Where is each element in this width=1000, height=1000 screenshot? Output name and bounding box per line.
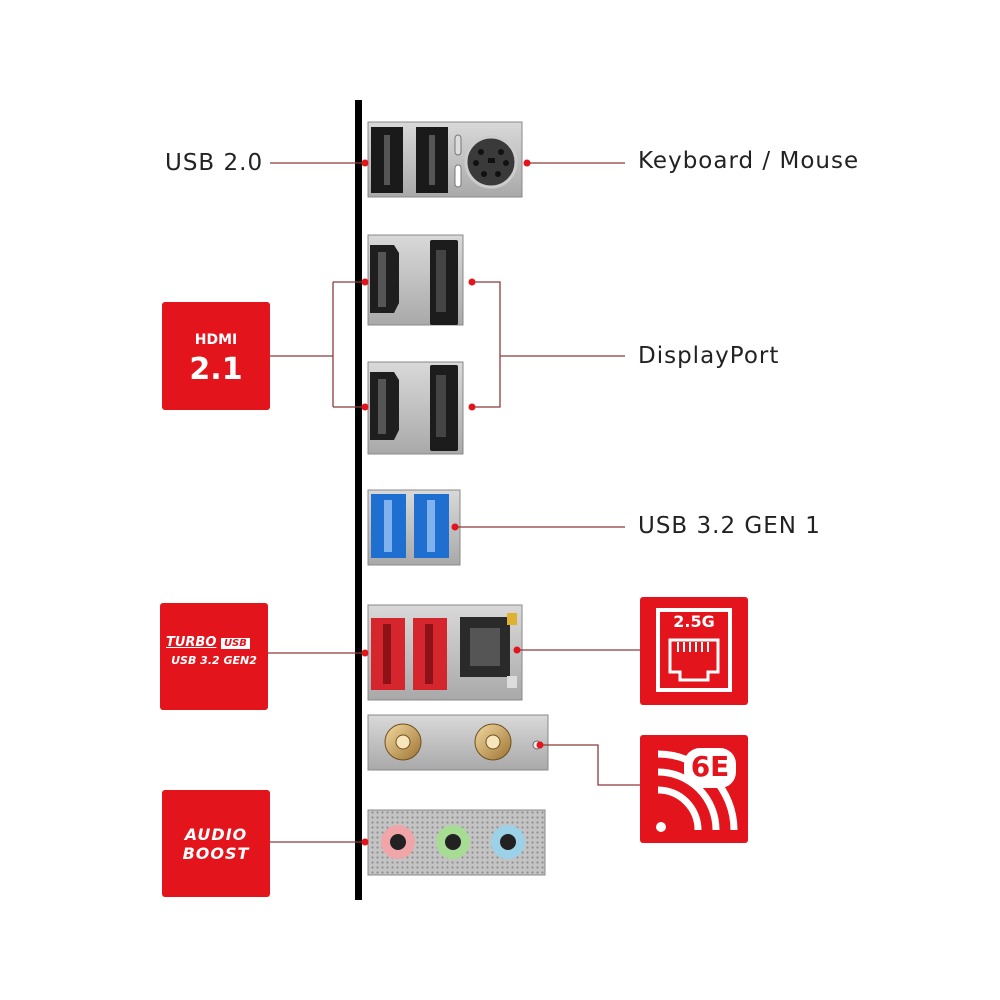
usb32gen2-lan-block (367, 604, 523, 701)
boost-text: BOOST (182, 844, 250, 863)
wifi-6e-text: 6E (690, 750, 730, 783)
hdmi-dp-block-1 (367, 234, 464, 326)
wifi-antenna-block (367, 714, 549, 771)
hdmi-version-text: 2.1 (189, 352, 243, 387)
hdmi-logo-text: HDMI (194, 332, 238, 348)
label-displayport: DisplayPort (638, 343, 780, 369)
wifi-6e-logo (640, 735, 748, 843)
io-shield-edge (355, 100, 362, 900)
lan-25g-text: 2.5G (665, 612, 723, 631)
usb2-ps2-block (367, 121, 523, 198)
usb32gen1-block (367, 489, 461, 566)
hdmi-dp-block-2 (367, 361, 464, 455)
audio-block (367, 809, 546, 876)
label-usb32gen1: USB 3.2 GEN 1 (638, 513, 821, 539)
turbo-usb-logo: TURBO USB USB 3.2 GEN2 (160, 603, 268, 710)
audio-text: AUDIO (184, 825, 248, 844)
label-usb2: USB 2.0 (165, 150, 264, 176)
usb32gen2-text: USB 3.2 GEN2 (171, 654, 257, 667)
turbo-text: TURBO USB (160, 635, 268, 650)
label-keyboard-mouse: Keyboard / Mouse (638, 148, 860, 174)
audio-boost-logo: AUDIO BOOST (162, 790, 270, 897)
connector-lines (268, 162, 640, 843)
connector-dots (361, 159, 544, 846)
hdmi-21-logo: HDMI 2.1 (162, 302, 270, 410)
